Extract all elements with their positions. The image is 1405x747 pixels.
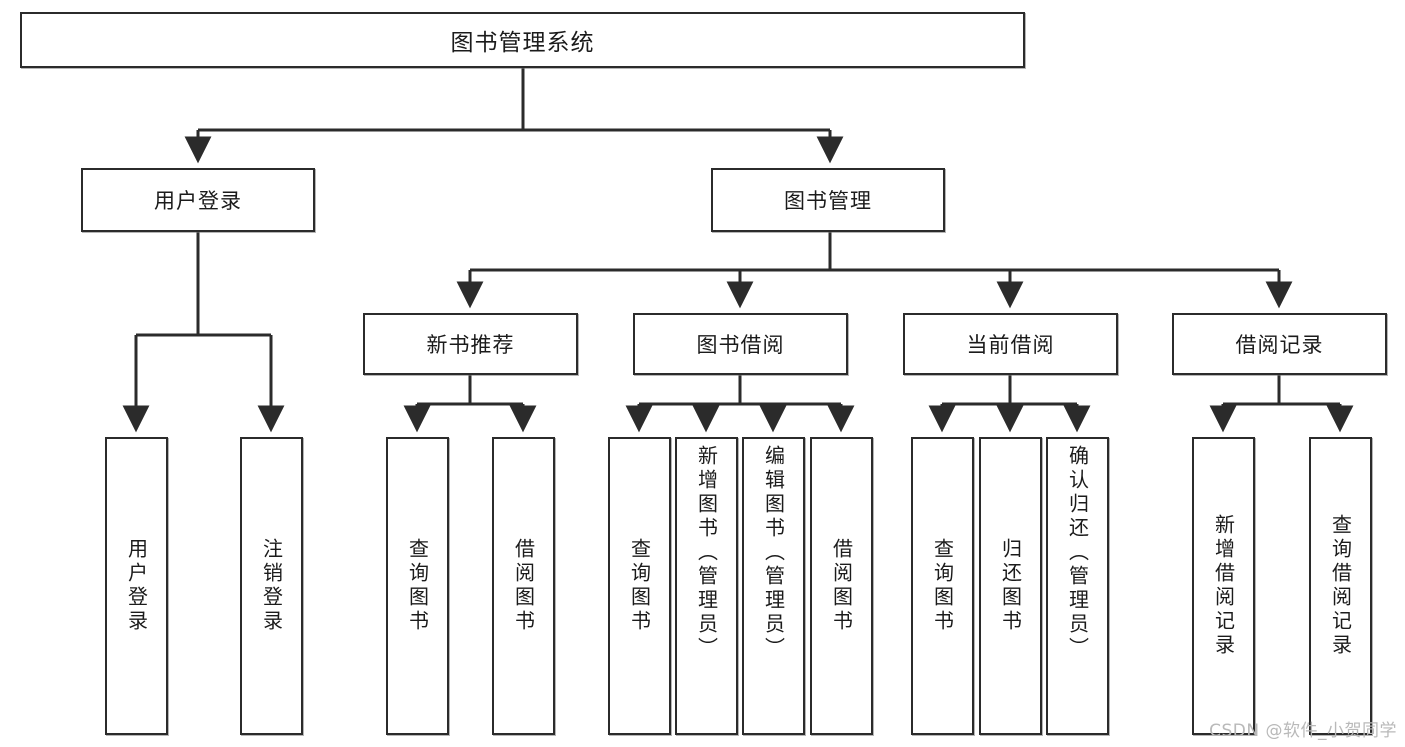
node-label: 当前借阅 [966,333,1055,357]
node-label: 新书推荐 [426,333,515,357]
node-label: 图书借阅 [696,333,785,357]
leaf-confirm-return-admin[interactable]: 确认归还（管理员） [1046,437,1109,735]
node-new-book-recommend[interactable]: 新书推荐 [363,313,578,375]
node-label: 图书管理系统 [450,30,595,56]
leaf-label: 查询借阅记录 [1328,514,1353,658]
leaf-borrow-book-recommend[interactable]: 借阅图书 [492,437,555,735]
leaf-query-book-borrow[interactable]: 查询图书 [608,437,671,735]
leaf-label: 借阅图书 [829,538,854,634]
node-root-book-management-system[interactable]: 图书管理系统 [20,12,1025,68]
node-borrow-record[interactable]: 借阅记录 [1172,313,1387,375]
node-book-management[interactable]: 图书管理 [711,168,945,232]
node-label: 图书管理 [784,189,872,213]
leaf-label: 查询图书 [627,538,652,634]
leaf-label: 确认归还（管理员） [1065,445,1090,661]
leaf-return-book[interactable]: 归还图书 [979,437,1042,735]
node-current-borrow[interactable]: 当前借阅 [903,313,1118,375]
leaf-label: 编辑图书（管理员） [761,445,786,661]
leaf-label: 查询图书 [405,538,430,634]
node-book-borrow[interactable]: 图书借阅 [633,313,848,375]
leaf-add-book-admin[interactable]: 新增图书（管理员） [675,437,738,735]
leaf-label: 用户登录 [124,538,149,634]
leaf-add-borrow-record[interactable]: 新增借阅记录 [1192,437,1255,735]
csdn-watermark: CSDN @软件_小贺同学 [1209,721,1397,741]
leaf-user-login[interactable]: 用户登录 [105,437,168,735]
leaf-edit-book-admin[interactable]: 编辑图书（管理员） [742,437,805,735]
leaf-label: 新增借阅记录 [1211,514,1236,658]
leaf-borrow-book[interactable]: 借阅图书 [810,437,873,735]
leaf-label: 借阅图书 [511,538,536,634]
node-user-login[interactable]: 用户登录 [81,168,315,232]
leaf-label: 查询图书 [930,538,955,634]
leaf-query-borrow-record[interactable]: 查询借阅记录 [1309,437,1372,735]
leaf-label: 注销登录 [259,538,284,634]
leaf-logout-login[interactable]: 注销登录 [240,437,303,735]
leaf-label: 新增图书（管理员） [694,445,719,661]
leaf-label: 归还图书 [998,538,1023,634]
leaf-query-book-current[interactable]: 查询图书 [911,437,974,735]
leaf-query-book-recommend[interactable]: 查询图书 [386,437,449,735]
node-label: 借阅记录 [1235,333,1324,357]
node-label: 用户登录 [154,189,242,213]
